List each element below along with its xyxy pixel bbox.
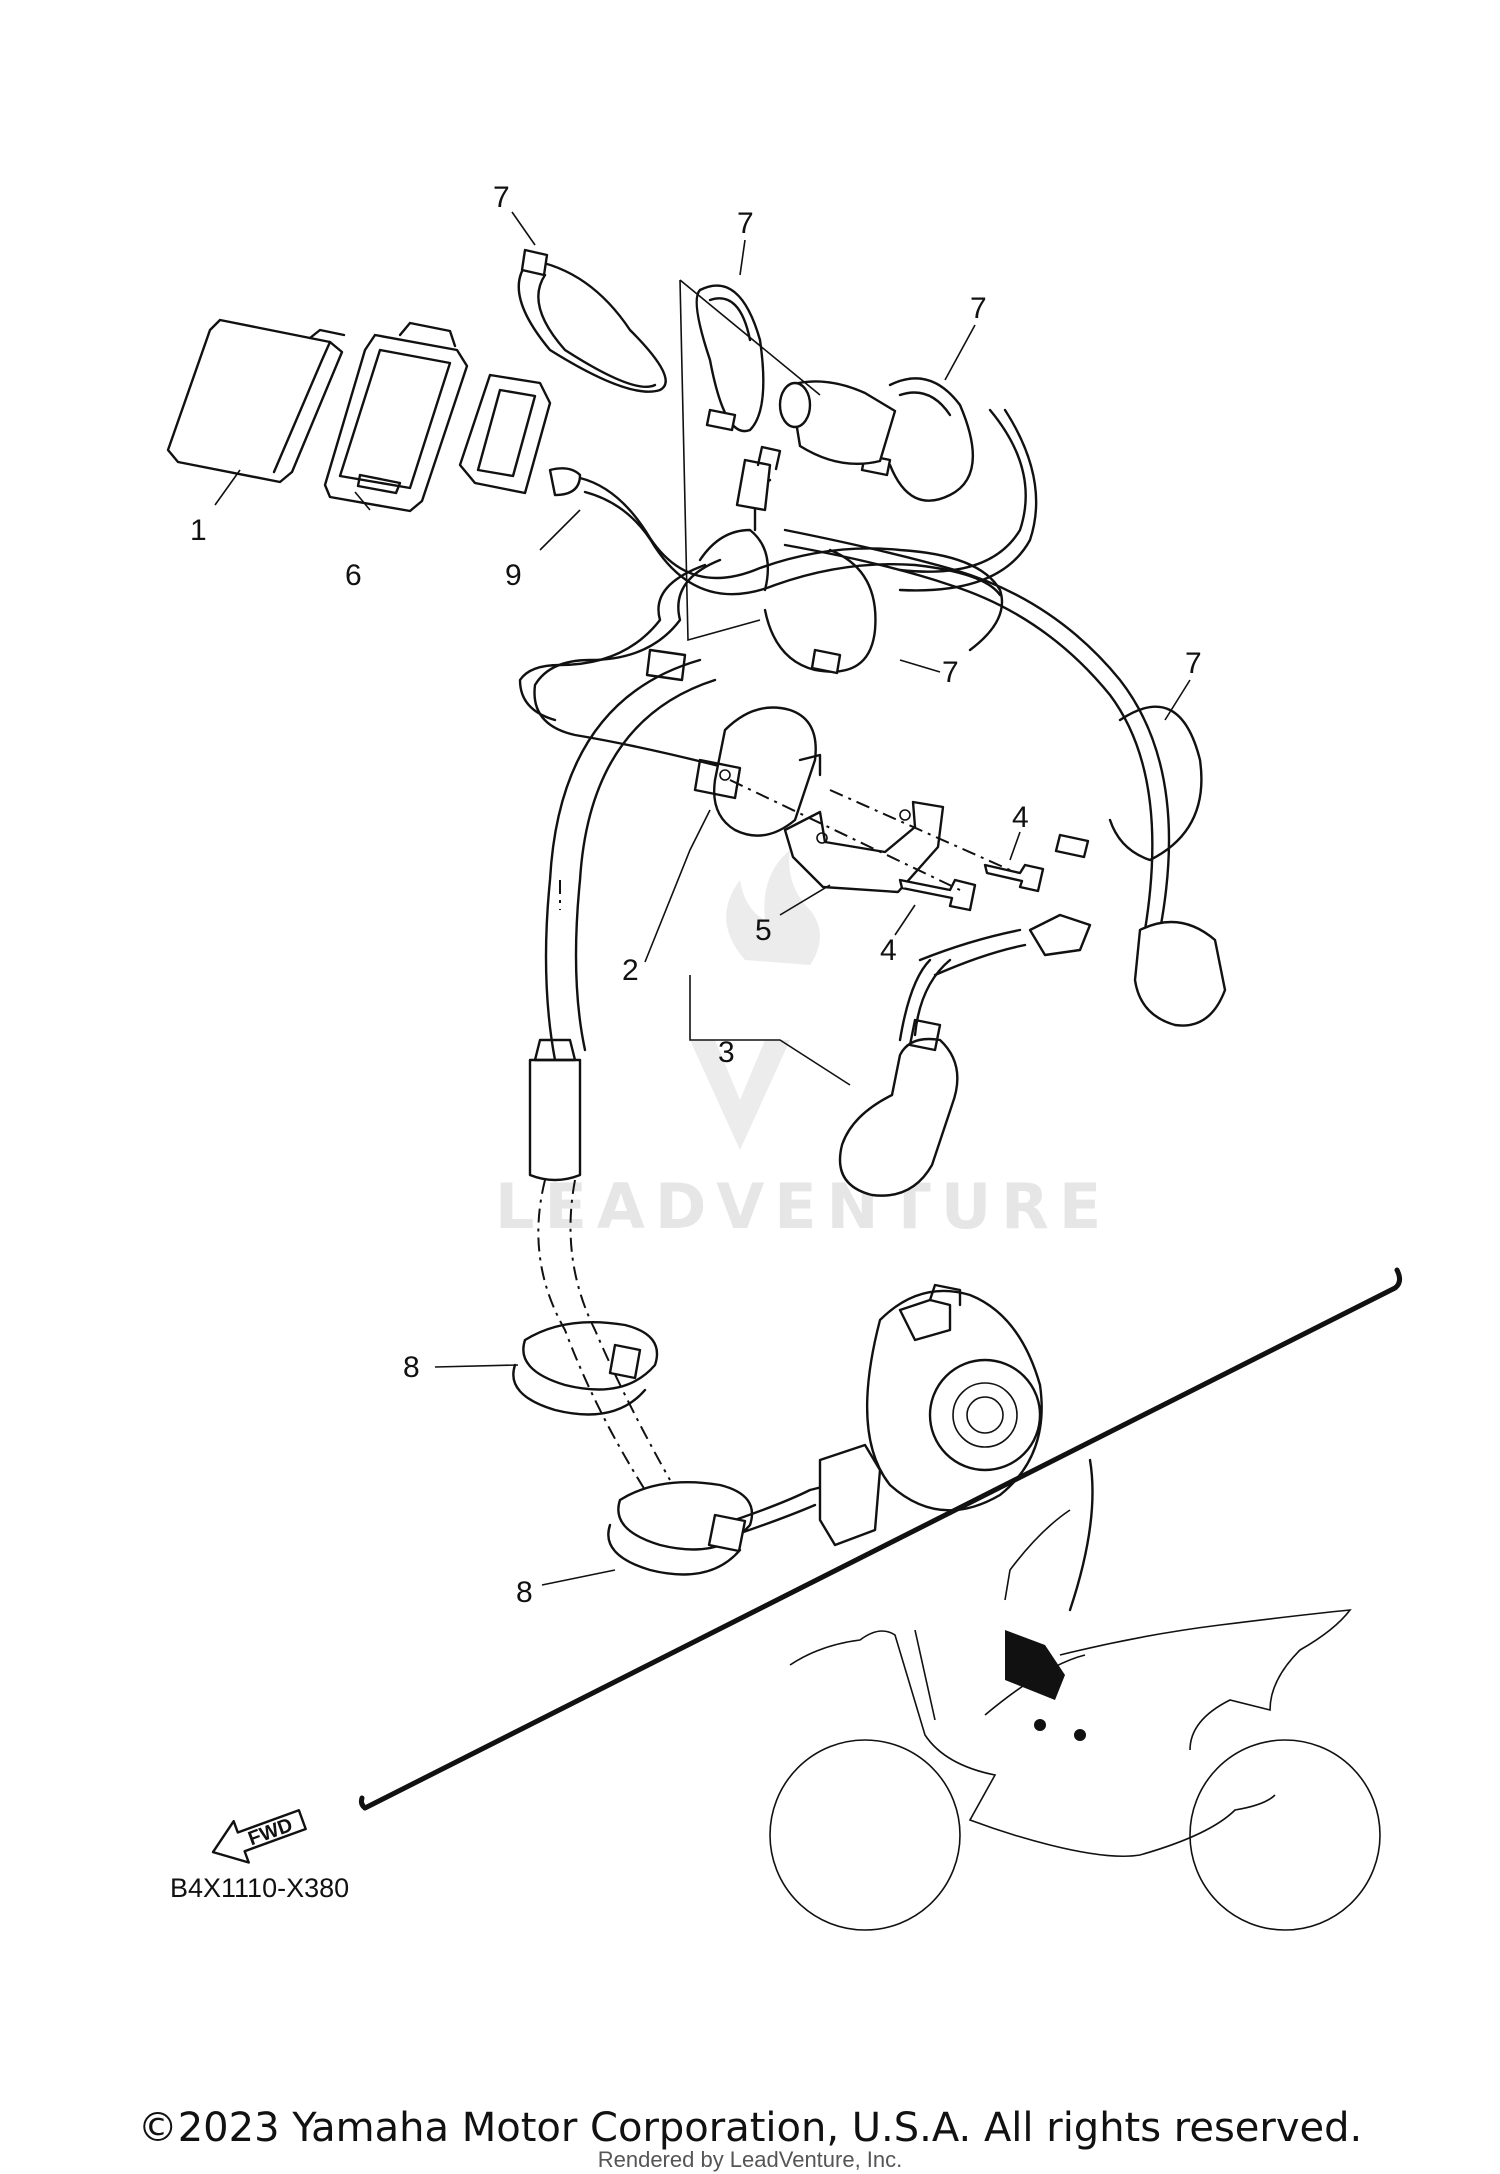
callout-7-middle: 7 bbox=[942, 656, 959, 689]
diagram-code: B4X1110-X380 bbox=[170, 1873, 349, 1903]
rendered-by-notice: Rendered by LeadVenture, Inc. bbox=[597, 2147, 903, 2172]
high-tension-lead[interactable] bbox=[528, 658, 832, 1542]
leader-lines bbox=[214, 211, 1191, 1586]
callout-7-right: 7 bbox=[1185, 647, 1202, 680]
cdi-unit[interactable] bbox=[166, 318, 346, 484]
copyright-notice: ©2023 Yamaha Motor Corporation, U.S.A. A… bbox=[137, 2105, 1363, 2151]
callout-4-lower: 4 bbox=[880, 934, 897, 967]
callout-2: 2 bbox=[622, 954, 639, 987]
stator-assembly[interactable] bbox=[818, 1283, 1043, 1547]
cable-bands[interactable] bbox=[517, 248, 1203, 862]
cable-right[interactable] bbox=[918, 913, 1227, 1027]
fwd-label: FWD bbox=[245, 1814, 295, 1850]
callout-8-lower: 8 bbox=[516, 1576, 533, 1609]
motorcycle-location-icon bbox=[769, 1458, 1381, 1931]
callout-3: 3 bbox=[718, 1036, 735, 1069]
callout-5: 5 bbox=[755, 914, 772, 947]
spark-plug-cap[interactable] bbox=[838, 958, 959, 1197]
watermark: LEADVENTURE bbox=[495, 850, 1111, 1243]
callout-9: 9 bbox=[505, 559, 522, 592]
cdi-cover[interactable] bbox=[323, 321, 469, 513]
callout-1: 1 bbox=[190, 514, 207, 547]
callout-7-top-left: 7 bbox=[493, 181, 510, 214]
bolts[interactable] bbox=[729, 779, 1045, 912]
callout-7-top-middle: 7 bbox=[737, 207, 754, 240]
callout-6: 6 bbox=[345, 559, 362, 592]
callout-4-upper: 4 bbox=[1012, 801, 1029, 834]
callout-8-upper: 8 bbox=[403, 1351, 420, 1384]
ignition-coil[interactable] bbox=[693, 706, 822, 837]
callout-7-top-right: 7 bbox=[970, 292, 987, 325]
coil-bracket[interactable] bbox=[783, 800, 945, 894]
noise-suppressor[interactable] bbox=[778, 380, 897, 466]
wire-clamps[interactable] bbox=[512, 1320, 754, 1576]
fwd-arrow-icon: FWD bbox=[211, 1809, 307, 1864]
watermark-text: LEADVENTURE bbox=[495, 1170, 1111, 1243]
wire-harness[interactable] bbox=[458, 373, 1171, 932]
divider-line bbox=[362, 1267, 1403, 1811]
